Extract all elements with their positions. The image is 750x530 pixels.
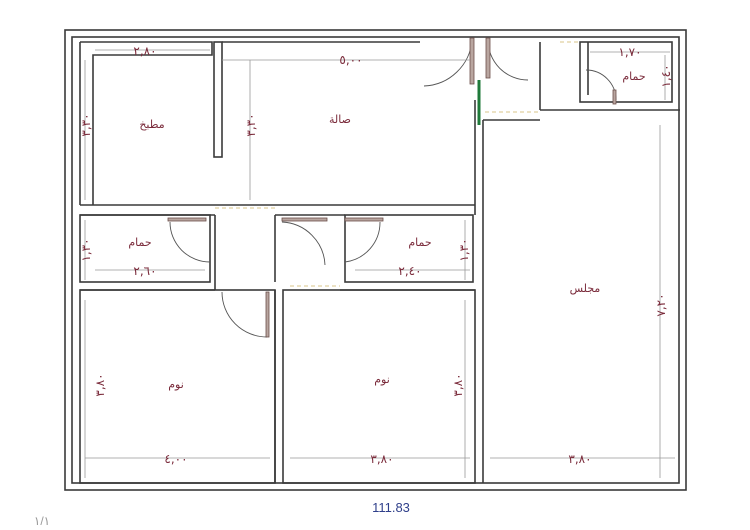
bath-mid-door[interactable] <box>344 217 384 263</box>
bath-left-label: حمام <box>128 236 151 249</box>
bath-top-width-label: ١,٧٠ <box>618 45 641 59</box>
hall-height-label: ٣,٣٠ <box>244 113 258 136</box>
bedroom-left-room <box>79 289 276 484</box>
majlis-label: مجلس <box>570 282 601 295</box>
bedroom-mid-room <box>282 289 476 484</box>
bedroom-left-door[interactable] <box>221 291 270 338</box>
entrance-door[interactable] <box>423 37 529 125</box>
bath-left-door[interactable] <box>167 217 211 263</box>
kitchen-hall-divider <box>213 41 223 158</box>
bath-mid-room <box>275 214 475 291</box>
bedroom-mid-height-label: ٣,٨٠ <box>451 373 465 396</box>
hall-label: صالة <box>329 113 351 126</box>
bath-left-room <box>79 214 215 291</box>
bath-mid-label: حمام <box>408 236 431 249</box>
kitchen-room <box>79 41 213 205</box>
bath-top-label: حمام <box>622 70 645 83</box>
bedroom-mid-label: نوم <box>374 373 390 386</box>
bath-mid-height-label: ١,٣٠ <box>457 238 471 261</box>
bath-left-height-label: ١,٣٠ <box>79 238 93 261</box>
majlis-room <box>482 119 540 483</box>
majlis-width-label: ٣,٨٠ <box>568 452 591 466</box>
bath-mid-width-label: ٢,٤٠ <box>398 264 421 278</box>
total-area-label: 111.83 <box>372 500 410 515</box>
majlis-height-label: ٧,٢٠ <box>654 293 668 316</box>
corridor <box>214 215 276 290</box>
bath-left-width-label: ٢,٦٠ <box>133 264 156 278</box>
page-number-label: ١/١ <box>34 514 50 528</box>
bath-top-door[interactable] <box>585 69 617 105</box>
kitchen-height-label: ٣,٣٠ <box>79 113 93 136</box>
bath-top-room <box>539 41 680 111</box>
dimension-lines <box>84 49 675 478</box>
kitchen-width-label: ٢,٨٠ <box>133 44 156 58</box>
bedroom-mid-width-label: ٣,٨٠ <box>370 452 393 466</box>
kitchen-label: مطبخ <box>139 118 164 131</box>
outer-wall <box>71 36 680 484</box>
corridor-door[interactable] <box>281 217 328 266</box>
outer-boundary <box>64 29 687 491</box>
bedroom-left-label: نوم <box>168 378 184 391</box>
bedroom-left-width-label: ٤,٠٠ <box>164 452 187 466</box>
hall-width-label: ٥,٠٠ <box>339 53 362 67</box>
bath-top-height-label: ١,٤٠ <box>659 64 673 87</box>
bedroom-left-height-label: ٣,٨٠ <box>93 373 107 396</box>
